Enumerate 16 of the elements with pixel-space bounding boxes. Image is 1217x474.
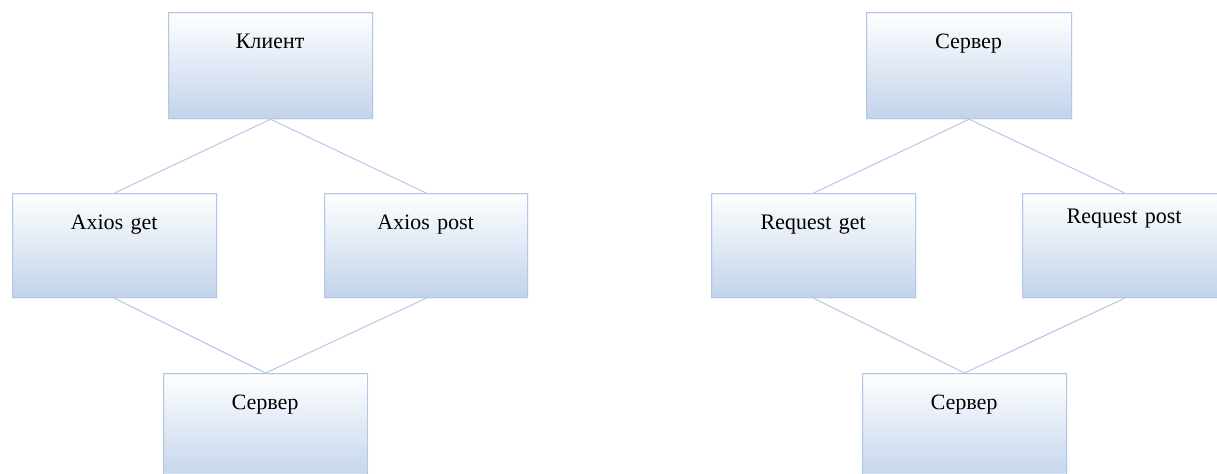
process-box: Request get [711, 193, 917, 299]
process-box: Axios post [324, 193, 529, 299]
connector-line [813, 118, 970, 194]
connector-line [114, 297, 267, 374]
process-box: Axios get [12, 193, 218, 299]
process-box: Сервер [163, 373, 369, 474]
connector-line [968, 118, 1126, 194]
connector-line [270, 118, 427, 194]
connector-line [114, 118, 272, 194]
connector-line [265, 297, 427, 374]
process-box: Сервер [866, 12, 1073, 120]
connector-line [964, 297, 1126, 374]
process-box: Клиент [168, 12, 374, 120]
connector-line [813, 297, 966, 374]
process-box: Сервер [862, 373, 1068, 474]
process-box: Request post [1022, 193, 1217, 299]
